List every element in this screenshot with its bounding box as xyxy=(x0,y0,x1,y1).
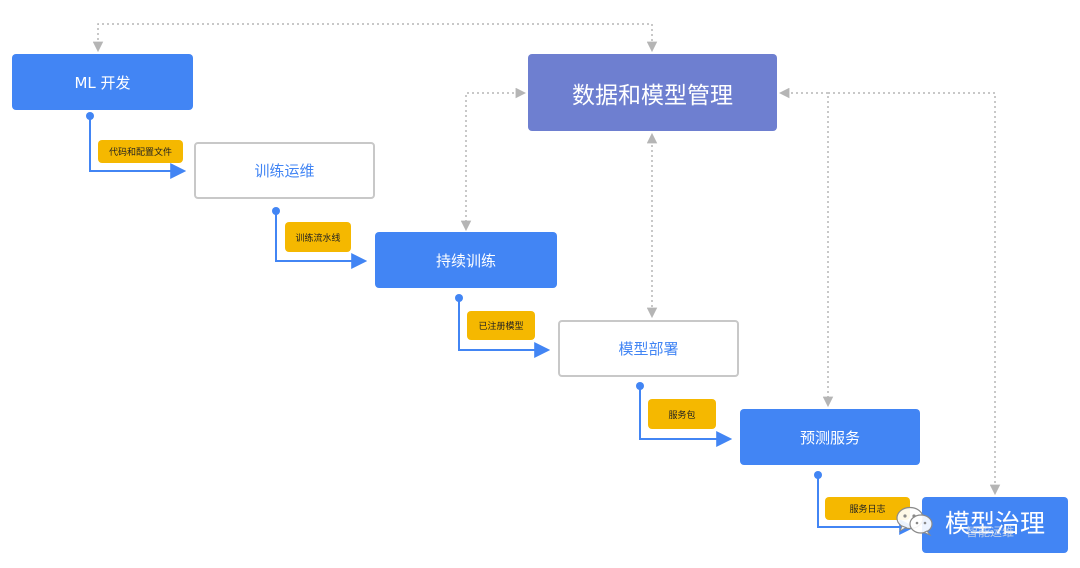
flow-start-dot-1 xyxy=(86,112,94,120)
artifact-tag-code-config-label: 代码和配置文件 xyxy=(108,148,172,158)
flow-connector-3 xyxy=(458,298,551,358)
artifact-tag-training-pipeline-label: 训练流水线 xyxy=(295,233,341,244)
node-continuous-training-label: 持续训练 xyxy=(435,251,496,270)
flow-start-dot-4 xyxy=(636,382,644,390)
artifact-tag-service-package-label: 服务包 xyxy=(668,410,696,421)
dotted-link-data-to-governance xyxy=(828,92,1001,496)
flow-connector-4 xyxy=(639,386,733,447)
flow-connector-2 xyxy=(275,211,368,269)
node-model-deployment: 模型部署 xyxy=(558,320,739,377)
node-continuous-training: 持续训练 xyxy=(375,232,557,288)
flow-start-dot-5 xyxy=(814,471,822,479)
flow-start-dot-3 xyxy=(455,294,463,302)
node-data-model-management: 数据和模型管理 xyxy=(528,54,777,131)
node-prediction-service-label: 预测服务 xyxy=(799,428,860,447)
node-prediction-service: 预测服务 xyxy=(740,409,920,465)
flow-connector-5 xyxy=(817,475,916,535)
flow-start-dot-2 xyxy=(272,207,280,215)
node-training-ops-label: 训练运维 xyxy=(254,162,315,180)
node-data-model-management-label: 数据和模型管理 xyxy=(572,82,733,109)
node-model-governance: 模型治理 xyxy=(922,497,1068,553)
node-model-deployment-label: 模型部署 xyxy=(618,340,679,358)
artifact-tag-code-config: 代码和配置文件 xyxy=(98,140,183,163)
artifact-tag-registered-model: 已注册模型 xyxy=(467,311,535,340)
artifact-tag-service-logs: 服务日志 xyxy=(825,497,910,520)
node-training-ops: 训练运维 xyxy=(194,142,375,199)
artifact-tag-registered-model-label: 已注册模型 xyxy=(478,322,524,332)
node-model-governance-label: 模型治理 xyxy=(944,509,1045,538)
dotted-link-data-to-prediction xyxy=(778,87,834,408)
artifact-tag-service-package: 服务包 xyxy=(648,399,716,429)
node-ml-development: ML 开发 xyxy=(12,54,193,110)
dotted-link-ml-to-data xyxy=(92,23,658,53)
node-ml-development-label: ML 开发 xyxy=(74,73,131,92)
dotted-link-data-to-continuous-training xyxy=(460,87,527,232)
artifact-tag-training-pipeline: 训练流水线 xyxy=(285,222,351,252)
flow-connector-1 xyxy=(89,116,187,179)
artifact-tag-service-logs-label: 服务日志 xyxy=(849,505,886,515)
